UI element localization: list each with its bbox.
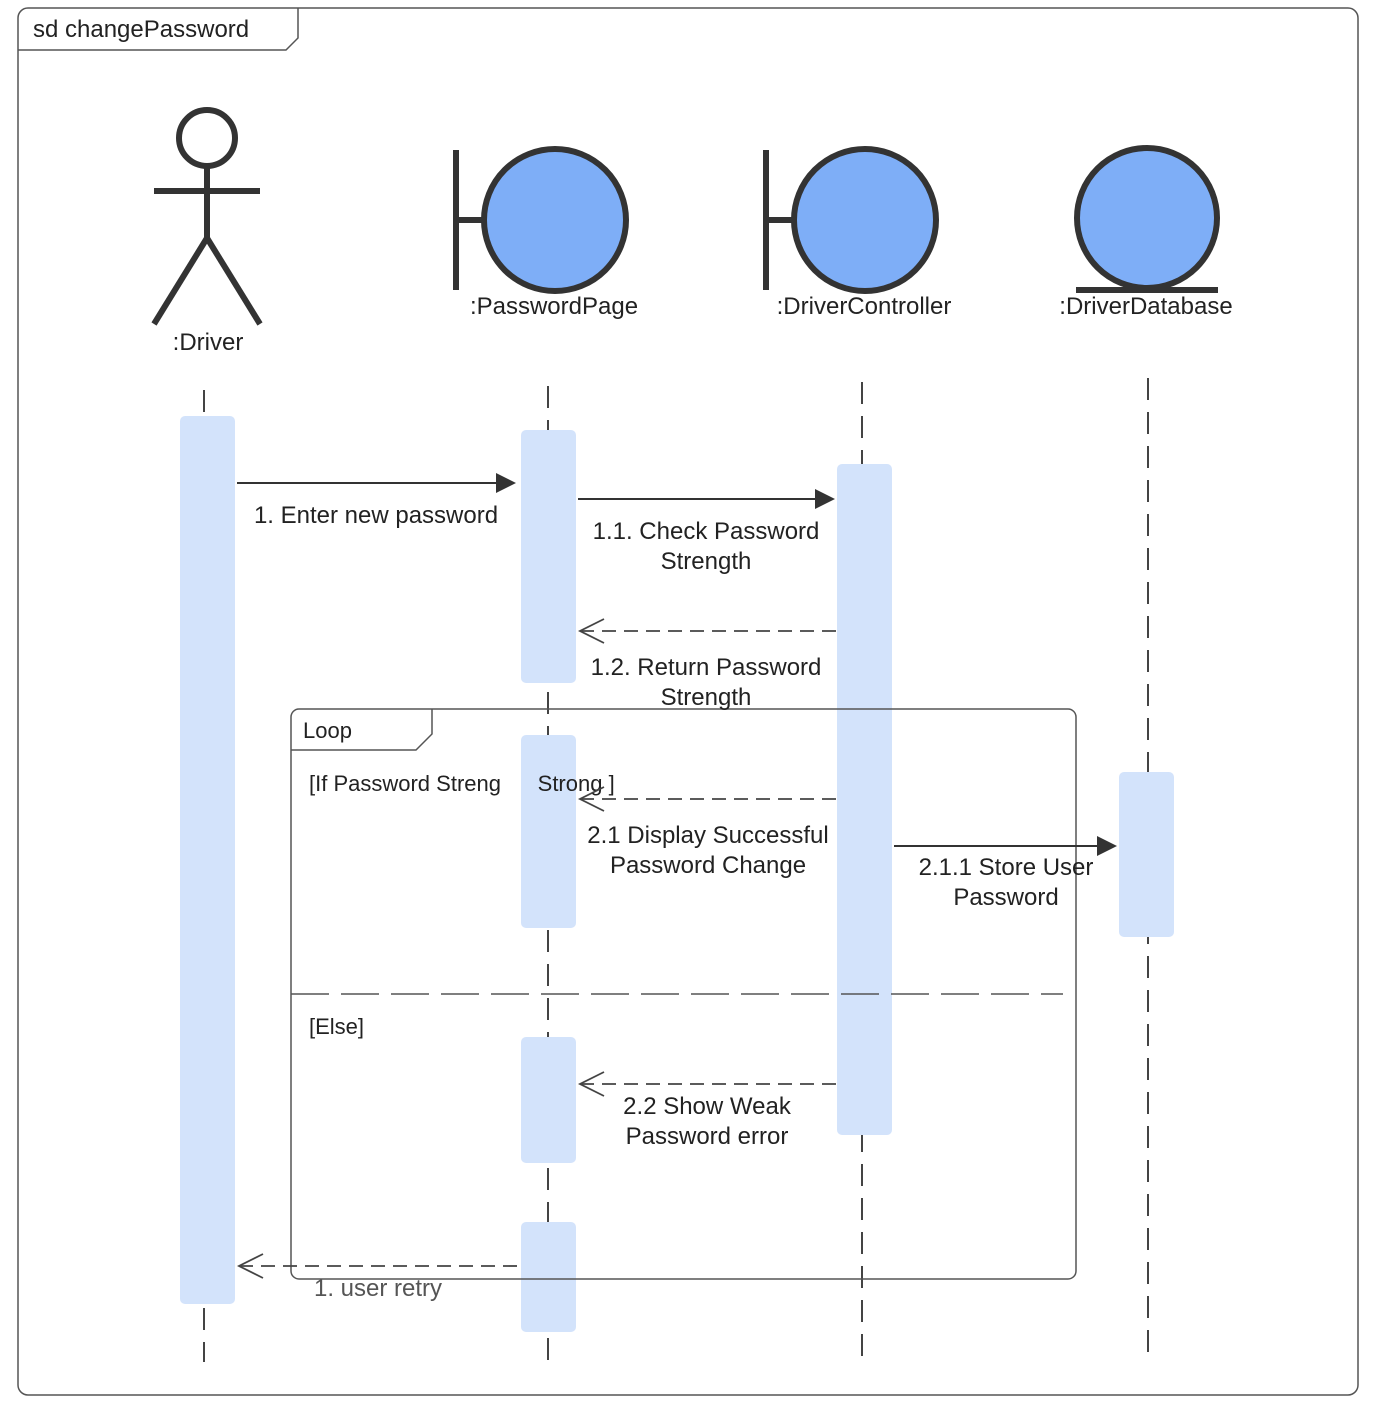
participant-driver-controller: :DriverController [777, 293, 952, 320]
open-arrow-head-icon [577, 618, 605, 644]
message-2-1-label-line2: Password Change [610, 852, 806, 879]
guard-if: [If Password Streng Strong ] [309, 771, 615, 796]
message-2-1-1-label-line2: Password [953, 884, 1058, 911]
entity-icon [1074, 145, 1220, 293]
activation-password-page-2 [521, 735, 576, 928]
frame-label: sd changePassword [33, 16, 249, 43]
message-2-1-label-line1: 2.1 Display Successful [587, 822, 828, 849]
message-1-1-label-line2: Strength [661, 548, 752, 575]
arrow-head-icon [496, 473, 516, 493]
open-arrow-head-icon [236, 1253, 264, 1279]
arrow-head-icon [815, 489, 835, 509]
activation-password-page-3 [521, 1037, 576, 1163]
boundary-icon [453, 146, 629, 294]
activation-driver-controller [837, 464, 892, 1135]
loop-operator-tab [291, 709, 433, 751]
guard-else: [Else] [309, 1014, 364, 1039]
activation-password-page-1 [521, 430, 576, 683]
participant-password-page: :PasswordPage [470, 293, 638, 320]
activation-driver-database [1119, 772, 1174, 937]
activation-password-page-4 [521, 1222, 576, 1332]
message-1-2-label-line1: 1.2. Return Password [591, 654, 822, 681]
diagram-frame [17, 7, 1359, 1396]
message-2-2-label-line2: Password error [626, 1123, 789, 1150]
activations [180, 416, 1174, 1332]
open-arrow-head-icon [577, 1071, 605, 1097]
actor-icon [151, 107, 263, 326]
message-1-2-label-line2: Strength [661, 684, 752, 711]
message-2-2-label-line1: 2.2 Show Weak [623, 1093, 792, 1120]
message-retry-label: 1. user retry [314, 1275, 442, 1302]
message-2-1-1-label-line1: 2.1.1 Store User [919, 854, 1094, 881]
activation-driver [180, 416, 235, 1304]
message-1-label: 1. Enter new password [254, 502, 498, 529]
open-arrow-head-icon [577, 786, 605, 812]
message-1-1-label-line1: 1.1. Check Password [593, 518, 820, 545]
participant-driver: :Driver [173, 329, 244, 356]
loop-operator: Loop [303, 718, 352, 743]
participant-driver-database: :DriverDatabase [1059, 293, 1232, 320]
arrow-head-icon [1097, 836, 1117, 856]
boundary-icon [763, 146, 939, 294]
frame-label-tab [18, 8, 299, 51]
